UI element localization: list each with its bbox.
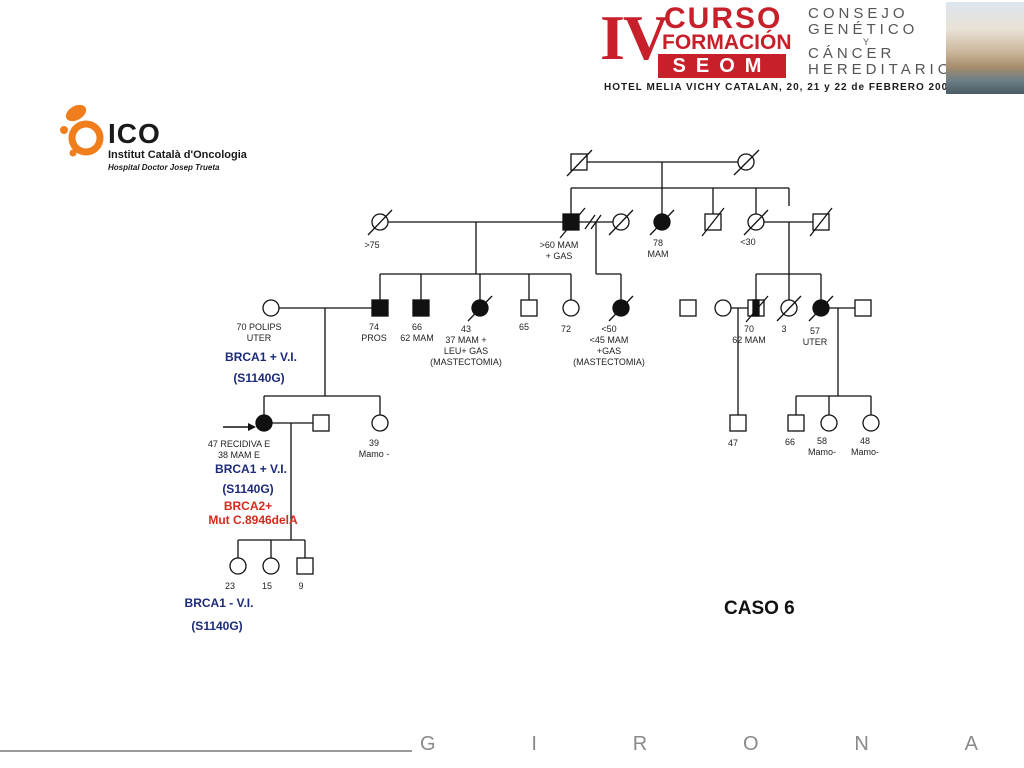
consejo-line-4: HEREDITARIO (808, 61, 954, 78)
label-gen4-c4: 48 Mamo- (850, 436, 880, 457)
label-gen2-aunt: 78 MAM (647, 238, 669, 259)
label-gen5-c: 9 (298, 581, 304, 591)
hotel-line: HOTEL MELIA VICHY CATALAN, 20, 21 y 22 d… (604, 82, 955, 93)
gen4-sister (371, 414, 389, 432)
gen5-b (262, 557, 280, 575)
footer-rule (0, 750, 412, 752)
girona-letter-6: A (964, 733, 980, 755)
ico-logo-name: ICO (108, 118, 161, 149)
proband-mutation: Mut C.8946delA (208, 513, 298, 527)
label-gen2-father: >60 MAM + GAS (539, 240, 579, 261)
label-gen2-right: <30 (740, 237, 756, 247)
proband-spouse (312, 414, 330, 432)
gen3-h-wife (714, 299, 732, 317)
proband (255, 414, 273, 432)
label-gen5-a: 23 (224, 581, 236, 591)
label-gen3-d: 43 37 MAM + LEU+ GAS (MASTECTOMIA) (430, 324, 502, 367)
seom-badge: SEOM (658, 54, 786, 78)
gen4-c3 (820, 414, 838, 432)
gen5-a (229, 557, 247, 575)
girona-letter-4: O (743, 733, 761, 755)
conference-numeral: IV (600, 2, 669, 73)
label-gen3-e: 65 (518, 322, 530, 332)
consejo-line-3: CÁNCER (808, 45, 896, 62)
mother-result-line2: (S1140G) (233, 371, 285, 385)
gen1-female (737, 153, 755, 171)
proband-arrow (223, 423, 256, 431)
ico-logo-line2: Hospital Doctor Josep Trueta (108, 163, 220, 172)
girona-photo (946, 2, 1024, 94)
gen4-c1 (729, 414, 747, 432)
children-result-line2: (S1140G) (191, 619, 243, 633)
proband-result-line2: (S1140G) (222, 482, 274, 496)
conference-curso: CURSO (664, 2, 783, 35)
girona-letter-2: I (531, 733, 539, 755)
label-gen3-g: <50 <45 MAM +GAS (MASTECTOMIA) (573, 324, 645, 367)
conference-formacion: FORMACIÓN (662, 31, 792, 54)
gen4-c2 (787, 414, 805, 432)
label-gen3-j: 57 UTER (802, 326, 828, 347)
label-gen3-b: 74 PROS (361, 322, 387, 343)
consejo-title: CONSEJO GENÉTICO Y CÁNCER HEREDITARIO (808, 5, 954, 78)
girona-letter-1: G (420, 733, 438, 755)
gen3-mother (262, 299, 280, 317)
proband-brca2: BRCA2+ (223, 499, 273, 513)
gen3-j-spouse (854, 299, 872, 317)
consejo-y: Y (862, 37, 873, 47)
consejo-line-1: CONSEJO (808, 5, 909, 22)
case-title: CASO 6 (724, 598, 795, 619)
gen4-c4 (862, 414, 880, 432)
label-gen3-a: 70 POLIPS UTER (236, 322, 282, 343)
children-result-line1: BRCA1 - V.I. (184, 596, 254, 610)
girona-letter-3: R (632, 733, 650, 755)
gen3-b (371, 299, 389, 317)
footer-girona: G I R O N A (420, 733, 980, 756)
ico-logo-line1: Institut Català d'Oncologia (108, 149, 247, 161)
ico-logo-mark (60, 104, 104, 157)
gen3-h-spouse (679, 299, 697, 317)
label-gen4-sister: 39 Mamo - (358, 438, 390, 459)
label-gen3-f: 72 (560, 324, 572, 334)
label-gen3-i: 3 (781, 324, 787, 334)
label-proband: 47 RECIDIVA E 38 MAM E (207, 439, 271, 460)
label-gen4-c3: 58 Mamo- (807, 436, 837, 457)
gen3-e (520, 299, 538, 317)
label-gen5-b: 15 (261, 581, 273, 591)
gen2-father (562, 213, 580, 231)
consejo-line-2: GENÉTICO (808, 21, 919, 38)
gen3-f (562, 299, 580, 317)
label-gen4-c1: 47 (727, 438, 739, 448)
label-gen3-c: 66 62 MAM (400, 322, 434, 343)
label-gen2-left: >75 (364, 240, 380, 250)
gen5-c (296, 557, 314, 575)
girona-letter-5: N (854, 733, 871, 755)
label-gen3-h: 70 62 MAM (732, 324, 766, 345)
gen1-male (570, 153, 588, 171)
mother-result-line1: BRCA1 + V.I. (225, 350, 297, 364)
gen3-c (412, 299, 430, 317)
label-gen4-c2: 66 (784, 437, 796, 447)
proband-result-line1: BRCA1 + V.I. (215, 462, 287, 476)
